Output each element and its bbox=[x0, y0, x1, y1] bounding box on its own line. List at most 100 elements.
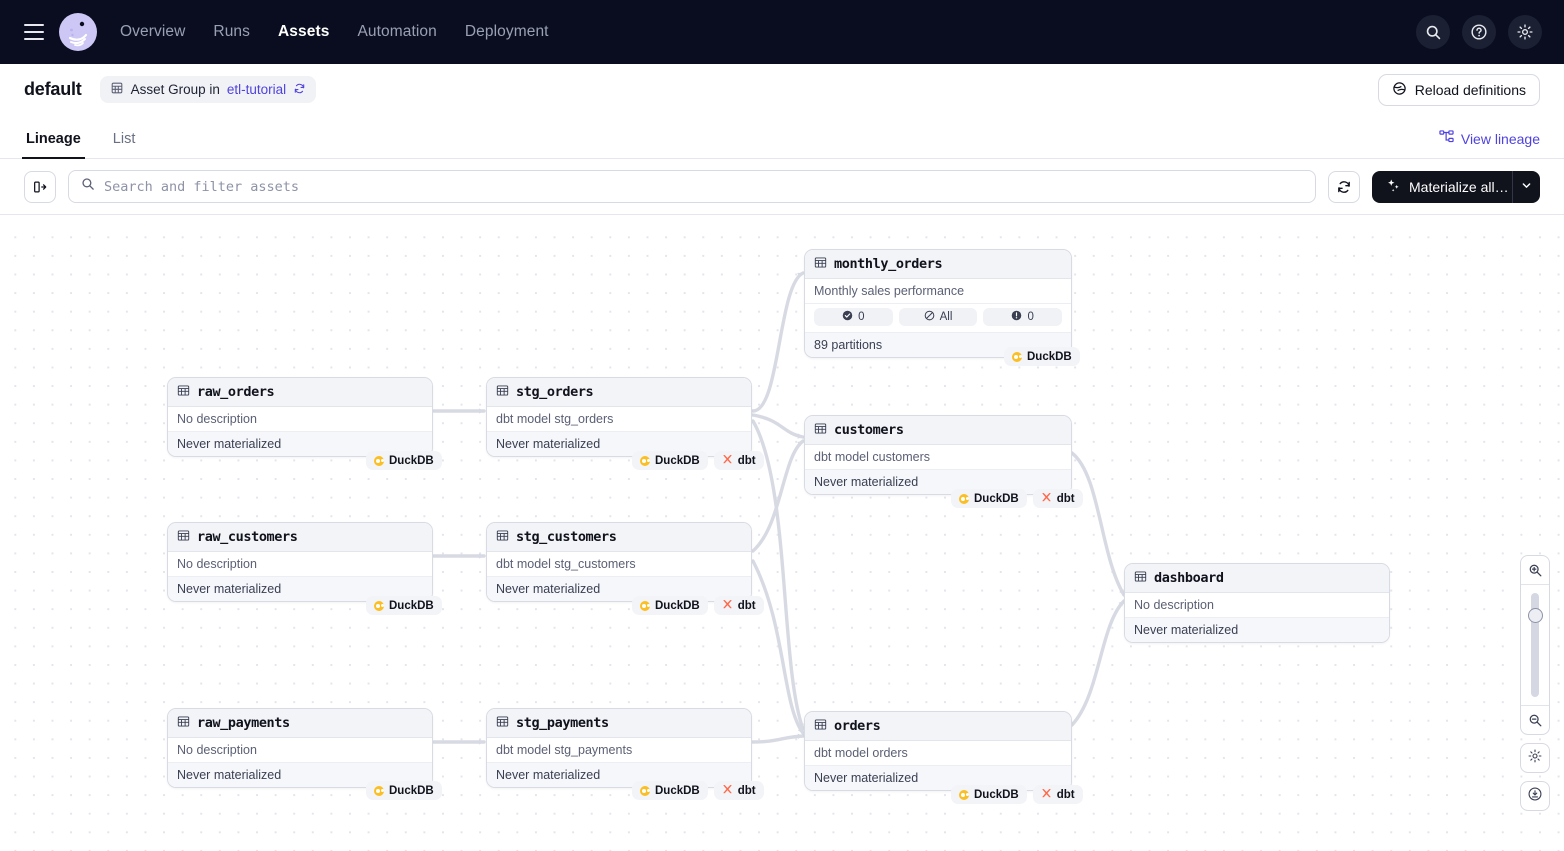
nav-link-deployment[interactable]: Deployment bbox=[464, 23, 549, 40]
asset-node-monthly-orders[interactable]: monthly_orders Monthly sales performance… bbox=[804, 249, 1072, 358]
asset-node-description: dbt model orders bbox=[805, 741, 1071, 766]
asset-node-description: dbt model stg_customers bbox=[487, 552, 751, 577]
tag-dbt[interactable]: dbt bbox=[713, 781, 764, 800]
tag-dbt[interactable]: dbt bbox=[1032, 785, 1083, 804]
tab-lineage[interactable]: Lineage bbox=[22, 131, 85, 159]
asset-node-header: monthly_orders bbox=[805, 250, 1071, 279]
zoom-in-icon[interactable] bbox=[1521, 556, 1549, 584]
asset-table-icon bbox=[1134, 570, 1147, 586]
tag-duckdb[interactable]: DuckDB bbox=[951, 489, 1027, 508]
tag-duckdb[interactable]: DuckDB bbox=[366, 781, 442, 800]
dagster-logo[interactable] bbox=[58, 12, 98, 52]
asset-group-link[interactable]: etl-tutorial bbox=[226, 82, 287, 97]
help-icon[interactable] bbox=[1462, 15, 1496, 49]
zoom-slider-knob[interactable] bbox=[1527, 608, 1543, 623]
asset-node-raw-customers[interactable]: raw_customers No description Never mater… bbox=[167, 522, 433, 602]
reload-definitions-button[interactable]: Reload definitions bbox=[1377, 73, 1540, 106]
duckdb-icon bbox=[1012, 351, 1022, 362]
refresh-graph-button[interactable] bbox=[1328, 170, 1360, 203]
gear-icon[interactable] bbox=[1508, 15, 1542, 49]
asset-node-description: No description bbox=[168, 738, 432, 763]
search-icon[interactable] bbox=[1416, 15, 1450, 49]
asset-node-header: dashboard bbox=[1125, 564, 1389, 593]
stat-chip-missing[interactable]: All bbox=[898, 308, 978, 326]
sidebar-toggle-icon[interactable] bbox=[24, 170, 56, 203]
asset-node-orders[interactable]: orders dbt model orders Never materializ… bbox=[804, 711, 1072, 791]
tag-duckdb[interactable]: DuckDB bbox=[366, 451, 442, 470]
asset-node-stg-customers[interactable]: stg_customers dbt model stg_customers Ne… bbox=[486, 522, 752, 602]
asset-node-status: Never materialized bbox=[805, 470, 1071, 494]
asset-node-customers[interactable]: customers dbt model customers Never mate… bbox=[804, 415, 1072, 495]
asset-node-name: stg_payments bbox=[516, 715, 609, 731]
asset-table-icon bbox=[496, 384, 509, 400]
dbt-icon bbox=[1041, 788, 1052, 802]
stat-chip-materialized[interactable]: 0 bbox=[814, 308, 893, 326]
tag-dbt[interactable]: dbt bbox=[713, 596, 764, 615]
search-filter-box[interactable] bbox=[68, 170, 1316, 203]
asset-tags-stg-customers: DuckDB dbt bbox=[632, 596, 764, 615]
tag-label: DuckDB bbox=[389, 599, 434, 612]
asset-node-raw-orders[interactable]: raw_orders No description Never material… bbox=[167, 377, 433, 457]
asset-node-stg-orders[interactable]: stg_orders dbt model stg_orders Never ma… bbox=[486, 377, 752, 457]
hamburger-icon[interactable] bbox=[16, 14, 52, 50]
asset-node-description: Monthly sales performance bbox=[805, 279, 1071, 304]
asset-group-badge-text: Asset Group in bbox=[130, 82, 220, 97]
tag-duckdb[interactable]: DuckDB bbox=[632, 781, 708, 800]
asset-node-name: raw_customers bbox=[197, 529, 298, 545]
tag-label: dbt bbox=[737, 784, 756, 797]
asset-node-raw-payments[interactable]: raw_payments No description Never materi… bbox=[167, 708, 433, 788]
tag-duckdb[interactable]: DuckDB bbox=[366, 596, 442, 615]
zoom-slider[interactable] bbox=[1521, 585, 1549, 705]
view-lineage-link[interactable]: View lineage bbox=[1439, 130, 1540, 158]
materialize-all-button[interactable]: Materialize all… bbox=[1372, 170, 1512, 203]
tag-duckdb[interactable]: DuckDB bbox=[632, 596, 708, 615]
nav-link-runs[interactable]: Runs bbox=[213, 23, 250, 40]
asset-tags-stg-orders: DuckDB dbt bbox=[632, 451, 764, 470]
tag-duckdb[interactable]: DuckDB bbox=[1004, 347, 1080, 366]
asset-node-stg-payments[interactable]: stg_payments dbt model stg_payments Neve… bbox=[486, 708, 752, 788]
asset-table-icon bbox=[177, 715, 190, 731]
asset-node-name: raw_orders bbox=[197, 384, 275, 400]
asset-node-header: orders bbox=[805, 712, 1071, 741]
asset-node-header: stg_orders bbox=[487, 378, 751, 407]
tab-bar: Lineage List View lineage bbox=[0, 115, 1564, 159]
tag-label: DuckDB bbox=[1027, 350, 1072, 363]
tag-dbt[interactable]: dbt bbox=[713, 451, 764, 470]
materialize-button-group: Materialize all… bbox=[1372, 170, 1540, 203]
nav-link-automation[interactable]: Automation bbox=[357, 23, 437, 40]
asset-node-description: dbt model stg_payments bbox=[487, 738, 751, 763]
asset-node-name: monthly_orders bbox=[834, 256, 943, 272]
search-input[interactable] bbox=[104, 178, 1303, 195]
zoom-out-icon[interactable] bbox=[1521, 706, 1549, 734]
duckdb-icon bbox=[374, 600, 384, 611]
lineage-graph-canvas[interactable]: monthly_orders Monthly sales performance… bbox=[0, 225, 1564, 851]
graph-settings-button[interactable] bbox=[1520, 743, 1550, 773]
nav-link-assets[interactable]: Assets bbox=[278, 23, 330, 40]
asset-node-name: customers bbox=[834, 422, 904, 438]
tag-duckdb[interactable]: DuckDB bbox=[951, 785, 1027, 804]
asset-tags-raw-orders: DuckDB bbox=[366, 451, 442, 470]
dbt-icon bbox=[722, 454, 733, 468]
asset-node-description: dbt model stg_orders bbox=[487, 407, 751, 432]
materialize-dropdown-button[interactable] bbox=[1512, 170, 1540, 203]
tab-list[interactable]: List bbox=[112, 131, 136, 147]
asset-group-badge[interactable]: Asset Group in etl-tutorial bbox=[99, 76, 317, 103]
materialize-all-label: Materialize all… bbox=[1409, 178, 1509, 195]
asset-node-header: raw_orders bbox=[168, 378, 432, 407]
duckdb-icon bbox=[959, 493, 969, 504]
duckdb-icon bbox=[640, 785, 650, 796]
tag-dbt[interactable]: dbt bbox=[1032, 489, 1083, 508]
asset-tags-monthly-orders: DuckDB bbox=[1004, 347, 1080, 366]
duckdb-icon bbox=[640, 600, 650, 611]
refresh-icon[interactable] bbox=[293, 82, 306, 98]
asset-node-dashboard[interactable]: dashboard No description Never materiali… bbox=[1124, 563, 1390, 643]
nav-link-overview[interactable]: Overview bbox=[120, 23, 186, 40]
tag-duckdb[interactable]: DuckDB bbox=[632, 451, 708, 470]
dbt-icon bbox=[1041, 492, 1052, 506]
stat-chip-value: 0 bbox=[1027, 311, 1034, 323]
zoom-to-fit-button[interactable] bbox=[1520, 781, 1550, 811]
page-header: default Asset Group in etl-tutorial bbox=[0, 64, 1564, 115]
stat-chip-failed[interactable]: 0 bbox=[983, 308, 1063, 326]
divider bbox=[1521, 584, 1549, 585]
asset-node-header: stg_payments bbox=[487, 709, 751, 738]
